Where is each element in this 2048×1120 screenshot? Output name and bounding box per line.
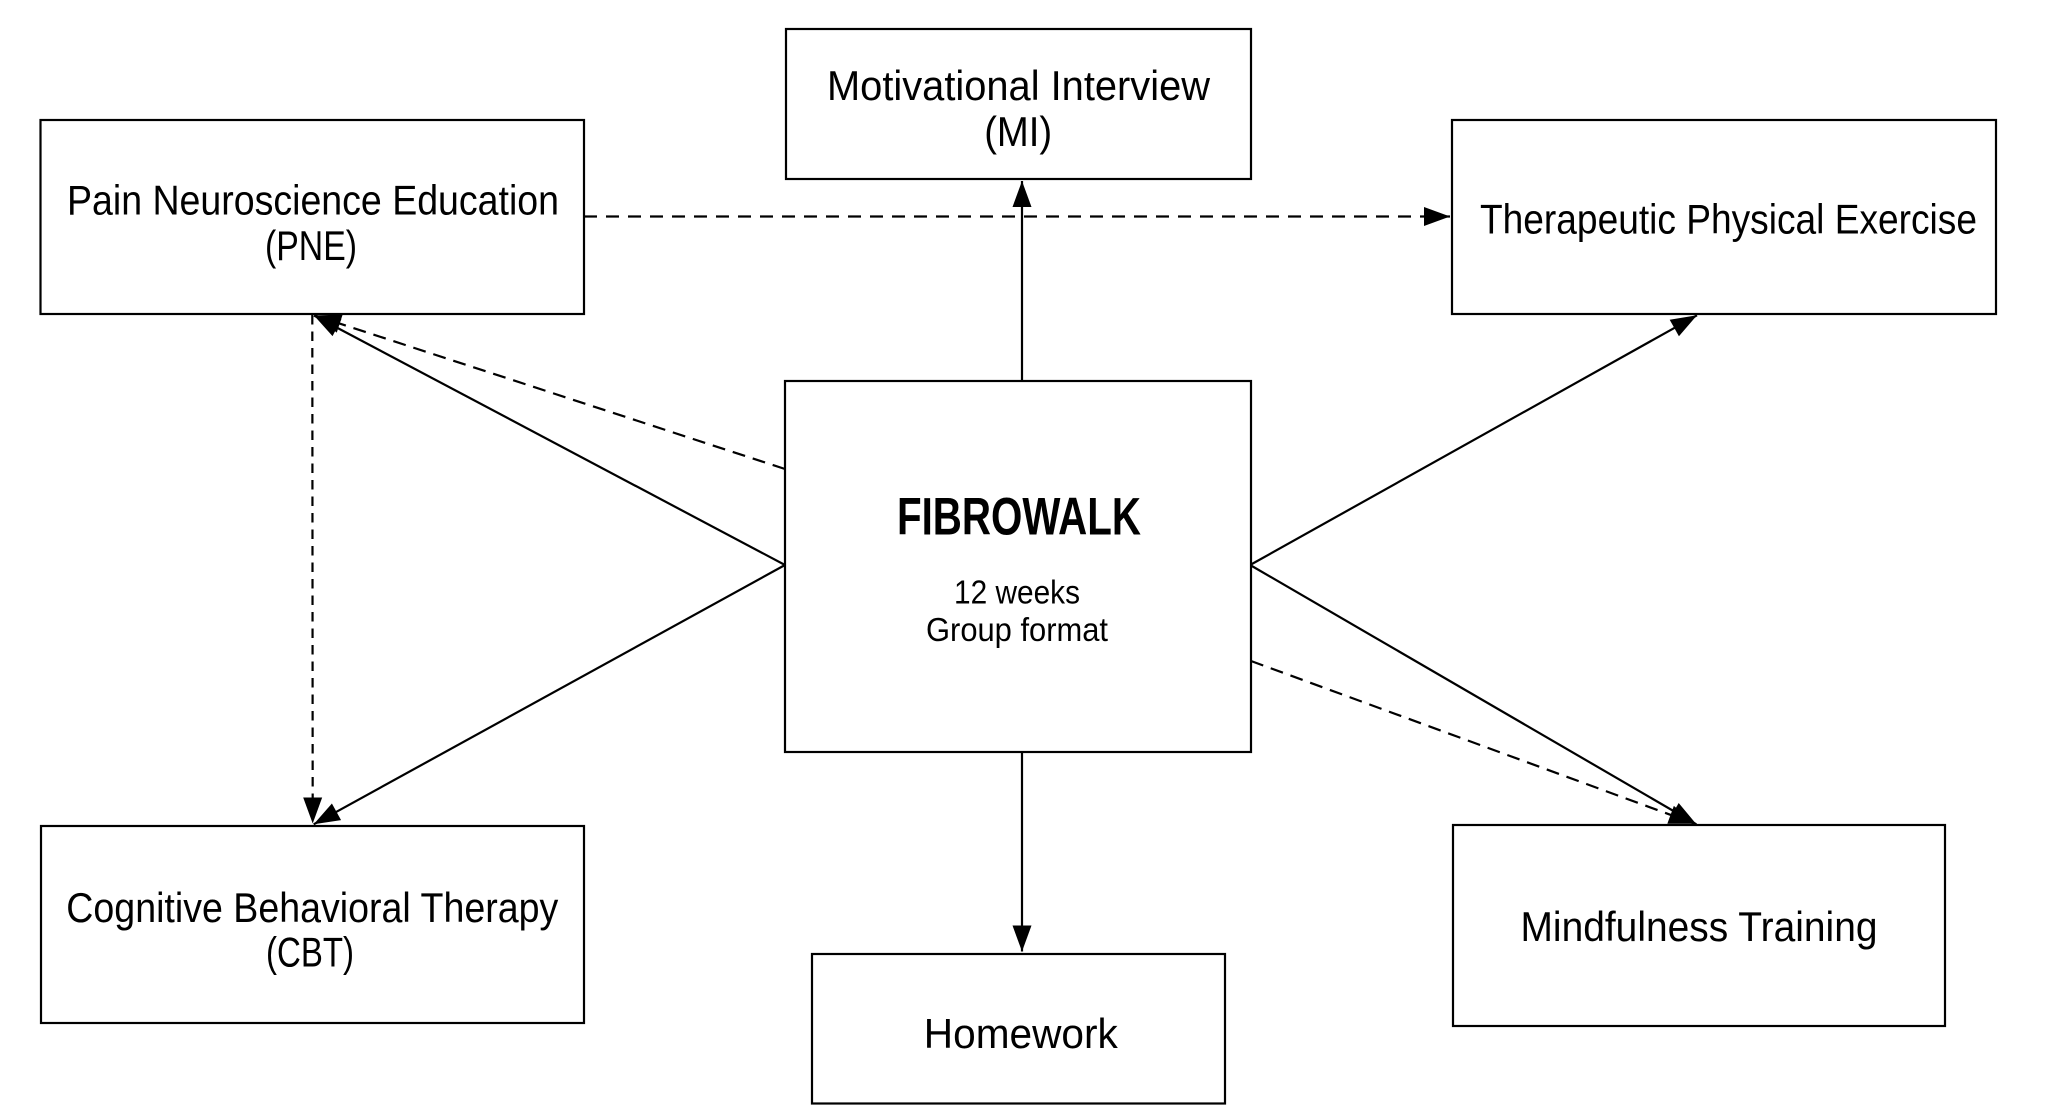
svg-text:Motivational Interview: Motivational Interview — [827, 62, 1211, 109]
svg-text:12 weeks: 12 weeks — [954, 575, 1080, 612]
svg-text:(CBT): (CBT) — [266, 929, 354, 976]
svg-text:FIBROWALK: FIBROWALK — [897, 488, 1141, 547]
svg-text:Therapeutic Physical Exercise: Therapeutic Physical Exercise — [1480, 196, 1977, 243]
svg-text:(PNE): (PNE) — [265, 222, 357, 269]
svg-text:Cognitive Behavioral Therapy: Cognitive Behavioral Therapy — [66, 884, 558, 931]
svg-text:Homework: Homework — [924, 1010, 1119, 1057]
svg-text:Mindfulness Training: Mindfulness Training — [1521, 903, 1878, 950]
svg-text:(MI): (MI) — [984, 108, 1052, 155]
svg-text:Pain Neuroscience Education: Pain Neuroscience Education — [67, 177, 559, 224]
svg-text:Group format: Group format — [926, 612, 1109, 649]
